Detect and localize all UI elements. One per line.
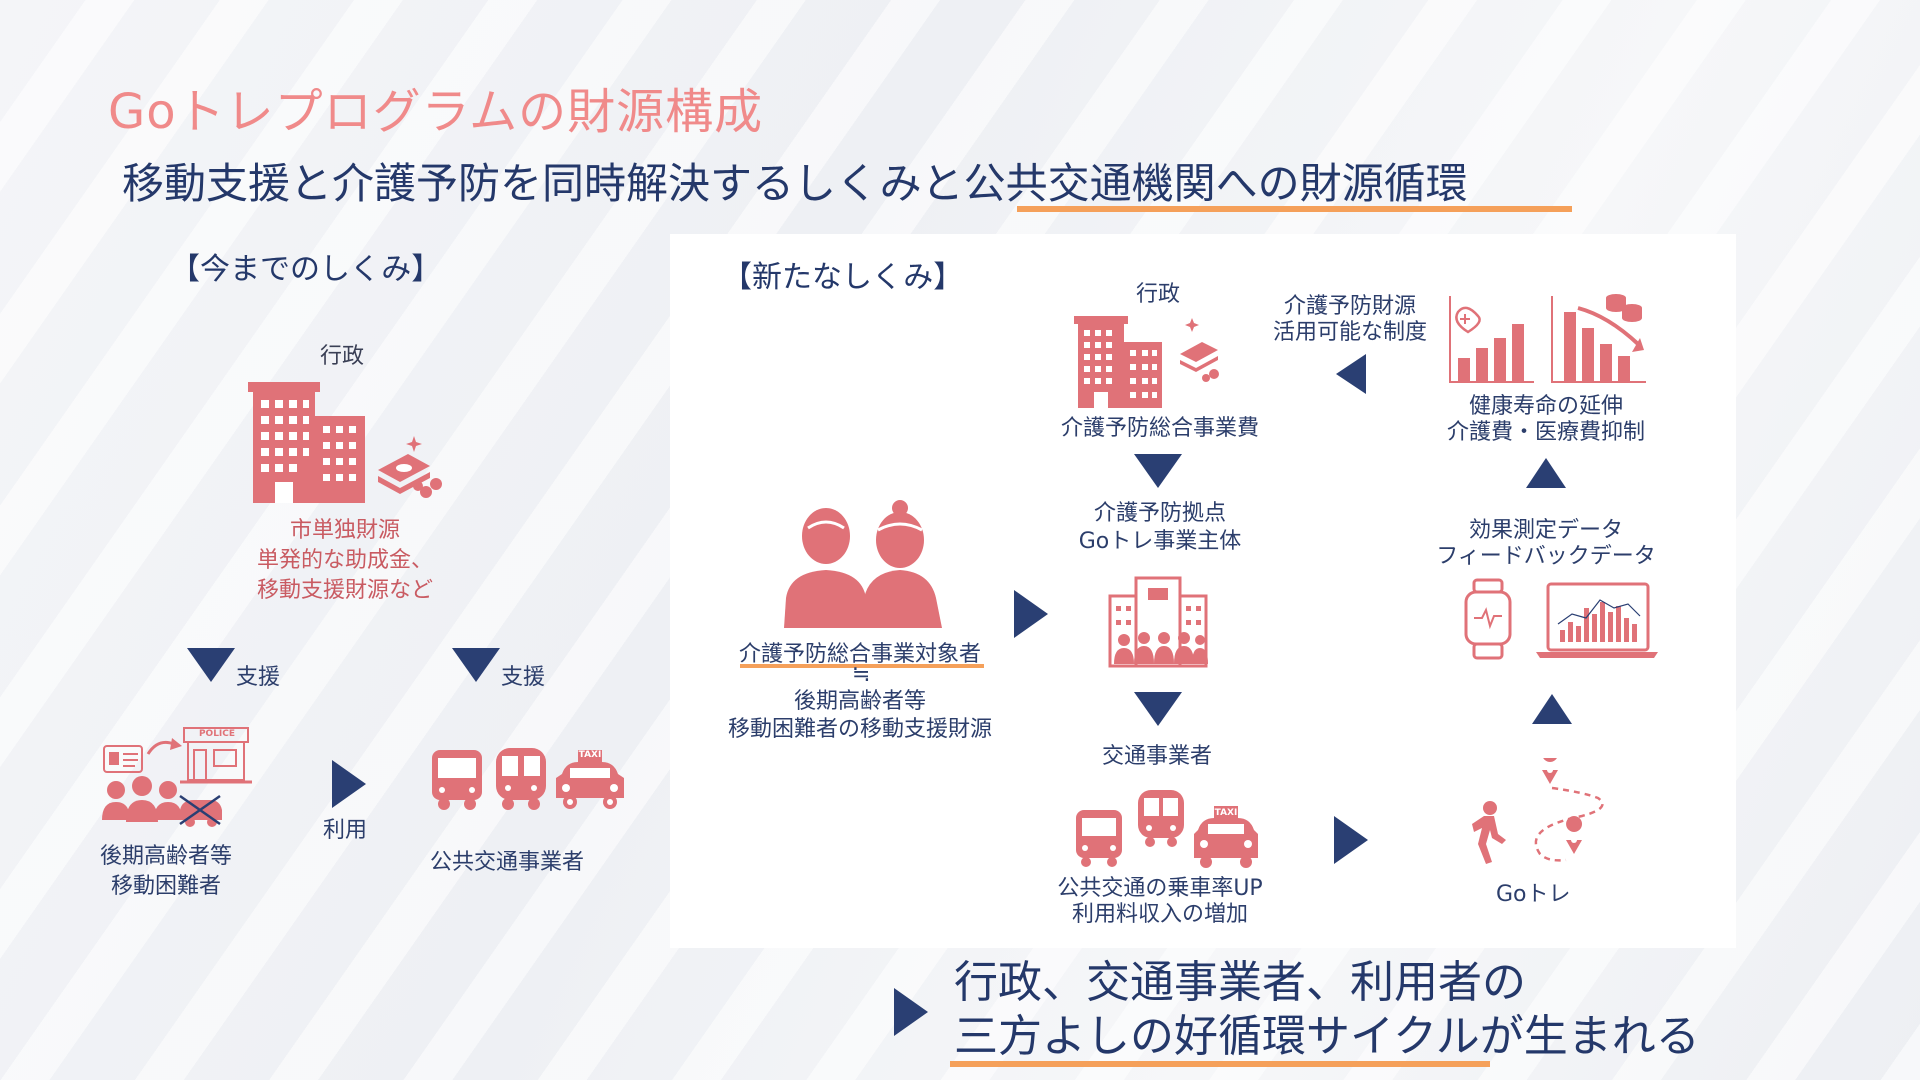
up-arrow-icon	[1526, 458, 1566, 488]
page-title: Goトレプログラムの財源構成	[108, 84, 764, 140]
old-system-header: 【今までのしくみ】	[170, 252, 442, 287]
ridership-line2: 利用料収入の増加	[1071, 902, 1248, 927]
page-subtitle: 移動支援と介護予防を同時解決するしくみと公共交通機関への財源循環	[122, 159, 1468, 208]
policy-text: 介護予防財源 活用可能な制度	[1260, 294, 1440, 346]
data-line1: 効果測定データ	[1468, 518, 1623, 543]
right-arrow-icon	[1334, 816, 1368, 864]
right-arrow-icon	[894, 988, 928, 1036]
license-return-icon	[96, 724, 256, 834]
data-text: 効果測定データ フィードバックデータ	[1426, 518, 1666, 570]
old-transport-label: 公共交通事業者	[430, 850, 585, 875]
government-building-icon	[1074, 314, 1224, 410]
health-line1: 健康寿命の延伸	[1468, 394, 1623, 419]
down-arrow-icon	[187, 648, 235, 682]
new-system-header: 【新たなしくみ】	[722, 260, 964, 295]
money-stack-icon	[374, 432, 444, 502]
support-label-left: 支援	[236, 665, 281, 690]
conclusion-line1: 行政、交通事業者、利用者の	[954, 957, 1526, 1008]
hub-line1: 介護予防拠点	[1093, 501, 1226, 526]
police-sign-text: POLICE	[198, 729, 236, 739]
facility-people-icon	[1106, 574, 1210, 670]
conclusion-underline	[950, 1061, 1490, 1067]
new-taxi-sign-text: TAXI	[1214, 808, 1238, 818]
health-chart-icon	[1448, 292, 1648, 388]
target-line2: 後期高齢者等	[793, 689, 926, 714]
policy-line1: 介護予防財源	[1283, 294, 1416, 319]
hub-text: 介護予防拠点 Goトレ事業主体	[1040, 500, 1280, 556]
bus-train-taxi-icon	[1074, 786, 1260, 868]
subtitle-underline	[1017, 206, 1572, 212]
hub-line2: Goトレ事業主体	[1078, 529, 1242, 554]
old-elderly-line2: 移動困難者	[110, 874, 221, 899]
left-arrow-icon	[1336, 354, 1366, 394]
walking-route-icon	[1462, 758, 1612, 868]
down-arrow-icon	[1134, 692, 1182, 726]
old-elderly-line1: 後期高齢者等	[99, 844, 232, 869]
watch-laptop-icon	[1462, 578, 1662, 664]
right-arrow-icon	[332, 760, 366, 808]
gov-fund-label: 介護予防総合事業費	[1060, 416, 1259, 441]
conclusion-text: 行政、交通事業者、利用者の 三方よしの好循環サイクルが生まれる	[954, 956, 1700, 1064]
up-arrow-icon	[1532, 694, 1572, 724]
health-text: 健康寿命の延伸 介護費・医療費抑制	[1426, 394, 1666, 446]
data-line2: フィードバックデータ	[1436, 544, 1656, 569]
gotore-label: Goトレ	[1496, 882, 1571, 907]
target-sub-text: 後期高齢者等 移動困難者の移動支援財源	[700, 688, 1020, 744]
approx-symbol: ≒	[852, 662, 871, 687]
conclusion-line2: 三方よしの好循環サイクルが生まれる	[954, 1011, 1700, 1062]
government-building-icon	[248, 380, 368, 505]
health-line2: 介護費・医療費抑制	[1446, 420, 1645, 445]
ridership-text: 公共交通の乗車率UP 利用料収入の増加	[1040, 876, 1280, 928]
old-elderly-text: 後期高齢者等 移動困難者	[86, 842, 246, 902]
policy-line2: 活用可能な制度	[1272, 320, 1427, 345]
down-arrow-icon	[452, 648, 500, 682]
old-funding-line1: 市単独財源	[289, 518, 400, 543]
ridership-line1: 公共交通の乗車率UP	[1057, 876, 1263, 901]
transport-operator-label: 交通事業者	[1102, 744, 1213, 769]
use-label: 利用	[323, 818, 368, 843]
right-arrow-icon	[1014, 590, 1048, 638]
old-funding-line2: 単発的な助成金、	[256, 548, 433, 573]
elderly-couple-icon	[782, 500, 944, 630]
old-gov-label: 行政	[320, 344, 365, 369]
bus-train-taxi-icon	[430, 744, 626, 814]
old-funding-text: 市単独財源 単発的な助成金、 移動支援財源など	[230, 516, 460, 606]
old-funding-line3: 移動支援財源など	[256, 578, 433, 603]
target-line3: 移動困難者の移動支援財源	[727, 717, 992, 742]
target-line1: 介護予防総合事業対象者	[738, 642, 981, 667]
new-gov-label: 行政	[1136, 282, 1181, 307]
target-underline	[740, 664, 984, 668]
old-taxi-sign-text: TAXI	[578, 750, 602, 760]
support-label-right: 支援	[501, 665, 546, 690]
down-arrow-icon	[1134, 454, 1182, 488]
